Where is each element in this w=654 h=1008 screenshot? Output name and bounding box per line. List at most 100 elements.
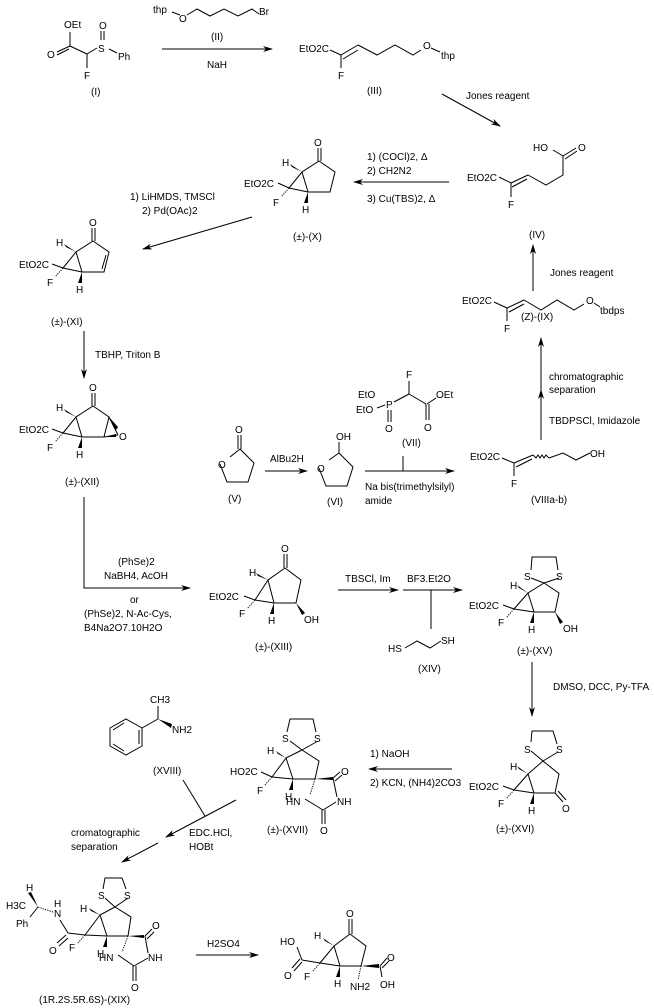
- compound-label: (II): [211, 32, 223, 43]
- atom-f: F: [504, 324, 510, 335]
- reagent-step14: DMSO, DCC, Py-TFA: [553, 682, 649, 693]
- compound-label: (±)-(XVII): [267, 825, 308, 836]
- reagent-step11-line2: NaBH4, AcOH: [104, 571, 168, 582]
- atom-h: H: [56, 238, 63, 249]
- compound-label: (XIV): [418, 664, 441, 675]
- atom-s: S: [282, 734, 289, 745]
- compound-label: (±)-(XII): [65, 477, 99, 488]
- atom-hn: HN: [99, 953, 113, 964]
- atom-ch3: CH3: [150, 695, 170, 706]
- compound-label: (III): [367, 86, 382, 97]
- atom-h: H: [285, 792, 292, 803]
- reagent-step11-line4: (PhSe)2, N-Ac-Cys,: [84, 609, 172, 620]
- atom-so: O: [99, 21, 107, 32]
- reagent-step4-line1: 1) LiHMDS, TMSCl: [130, 192, 215, 203]
- compound-VII: F P EtO EtO O O OEt (VII): [356, 370, 453, 449]
- atom-oet: OEt: [436, 390, 453, 401]
- reagent-step10: Jones reagent: [550, 268, 614, 279]
- reagent-step15-line1: 1) NaOH: [370, 749, 409, 760]
- atom-o-ring: O: [218, 460, 226, 471]
- atom-f: F: [239, 609, 245, 620]
- atom-h: H: [510, 581, 517, 592]
- compound-XVII: S S O NH HN O H H F HO2C (±)-(XVII): [230, 718, 351, 837]
- atom-oet: OEt: [64, 20, 81, 31]
- reagent-step9-line1: chromatographic: [549, 372, 623, 383]
- reagent-step6: AlBu2H: [270, 454, 304, 465]
- atom-o: O: [284, 971, 292, 982]
- atom-eto: EtO: [358, 390, 375, 401]
- atom-f: F: [511, 479, 517, 490]
- compound-label: (1R.2S.5R.6S)-(XIX): [39, 995, 130, 1006]
- atom-h: H: [302, 205, 309, 216]
- atom-br: Br: [259, 7, 270, 18]
- compound-III: EtO2C F O thp (III): [299, 41, 455, 97]
- atom-h: H: [282, 158, 289, 169]
- atom-co: O: [424, 423, 432, 434]
- atom-ho: HO: [280, 937, 295, 948]
- atom-h: H: [97, 949, 104, 960]
- compound-XIX: S S O NH HN O H H F O N H H H3C Ph (1R.2…: [6, 877, 162, 1006]
- atom-f: F: [257, 786, 263, 797]
- compound-label: (±)-(XIII): [255, 642, 292, 653]
- atom-ester: EtO2C: [244, 179, 274, 190]
- compound-XII: O O H H F EtO2C (±)-(XII): [19, 383, 127, 488]
- reagent-step7-line1: Na bis(trimethylsilyl): [365, 482, 454, 493]
- atom-nh: NH: [337, 797, 351, 808]
- compound-XVIII: CH3 NH2 (XVIII): [109, 695, 192, 777]
- compound-IV: HO O F EtO2C (IV): [467, 143, 586, 241]
- atom-f: F: [273, 198, 279, 209]
- compound-II: thp O Br (II): [153, 5, 270, 43]
- compound-label: (±)-(XVI): [496, 824, 534, 835]
- atom-h: H: [334, 979, 341, 990]
- atom-h: H: [528, 625, 535, 636]
- reagent-step8: TBDPSCl, Imidazole: [549, 416, 641, 427]
- atom-h: H: [268, 616, 275, 627]
- atom-thp: thp: [441, 51, 455, 62]
- reagent-step11-line3: or: [130, 595, 140, 606]
- atom-ester: EtO2C: [19, 260, 49, 271]
- atom-h: H: [76, 285, 83, 296]
- reagent-step11-line1: (PhSe)2: [118, 557, 155, 568]
- atom-f: F: [498, 618, 504, 629]
- reagent-step11-line5: B4Na2O7.10H2O: [84, 623, 163, 634]
- atom-h: H: [249, 568, 256, 579]
- compound-VIII: EtO2C F OH (VIIIa-b): [470, 449, 605, 506]
- atom-h: H: [76, 450, 83, 461]
- atom-ester: EtO2C: [467, 173, 497, 184]
- atom-h: H: [314, 931, 321, 942]
- compound-I: OEt O F S O Ph (I): [47, 20, 130, 98]
- compound-XIV: HS SH (XIV): [388, 636, 455, 675]
- atom-f: F: [47, 443, 53, 454]
- reagent-step16-line1: EDC.HCl,: [189, 828, 232, 839]
- atom-s: S: [124, 891, 131, 902]
- reagent-step7-line2: amide: [365, 496, 393, 507]
- reagent-step15-line2: 2) KCN, (NH4)2CO3: [370, 778, 462, 789]
- atom-s: S: [556, 572, 563, 583]
- atom-o: O: [320, 826, 328, 837]
- atom-h3c: H3C: [6, 901, 26, 912]
- atom-o: O: [235, 425, 243, 436]
- compound-label: (I): [91, 87, 100, 98]
- atom-o: O: [423, 41, 431, 52]
- compound-XI: O H H F EtO2C (±)-(XI): [19, 218, 110, 328]
- atom-s: S: [524, 745, 531, 756]
- compound-label: (±)-(XV): [517, 646, 552, 657]
- atom-po: O: [385, 424, 393, 435]
- compound-label: (±)-(X): [293, 232, 322, 243]
- atom-f: F: [84, 71, 90, 82]
- atom-oh: OH: [563, 624, 578, 635]
- compound-V: O O (V): [218, 425, 255, 505]
- atom-acid: HO2C: [230, 767, 258, 778]
- atom-ester: EtO2C: [462, 296, 492, 307]
- atom-ester: EtO2C: [469, 782, 499, 793]
- atom-o: O: [314, 138, 322, 149]
- atom-tbdps: tbdps: [600, 306, 624, 317]
- compound-label: (XVIII): [153, 766, 181, 777]
- atom-o-ring: O: [317, 464, 325, 475]
- atom-f: F: [69, 943, 75, 954]
- atom-nh: NH: [148, 953, 162, 964]
- atom-h: H: [80, 904, 87, 915]
- reagent-step3-line1: 1) (COCl)2, Δ: [367, 152, 428, 163]
- atom-n: N: [54, 909, 61, 920]
